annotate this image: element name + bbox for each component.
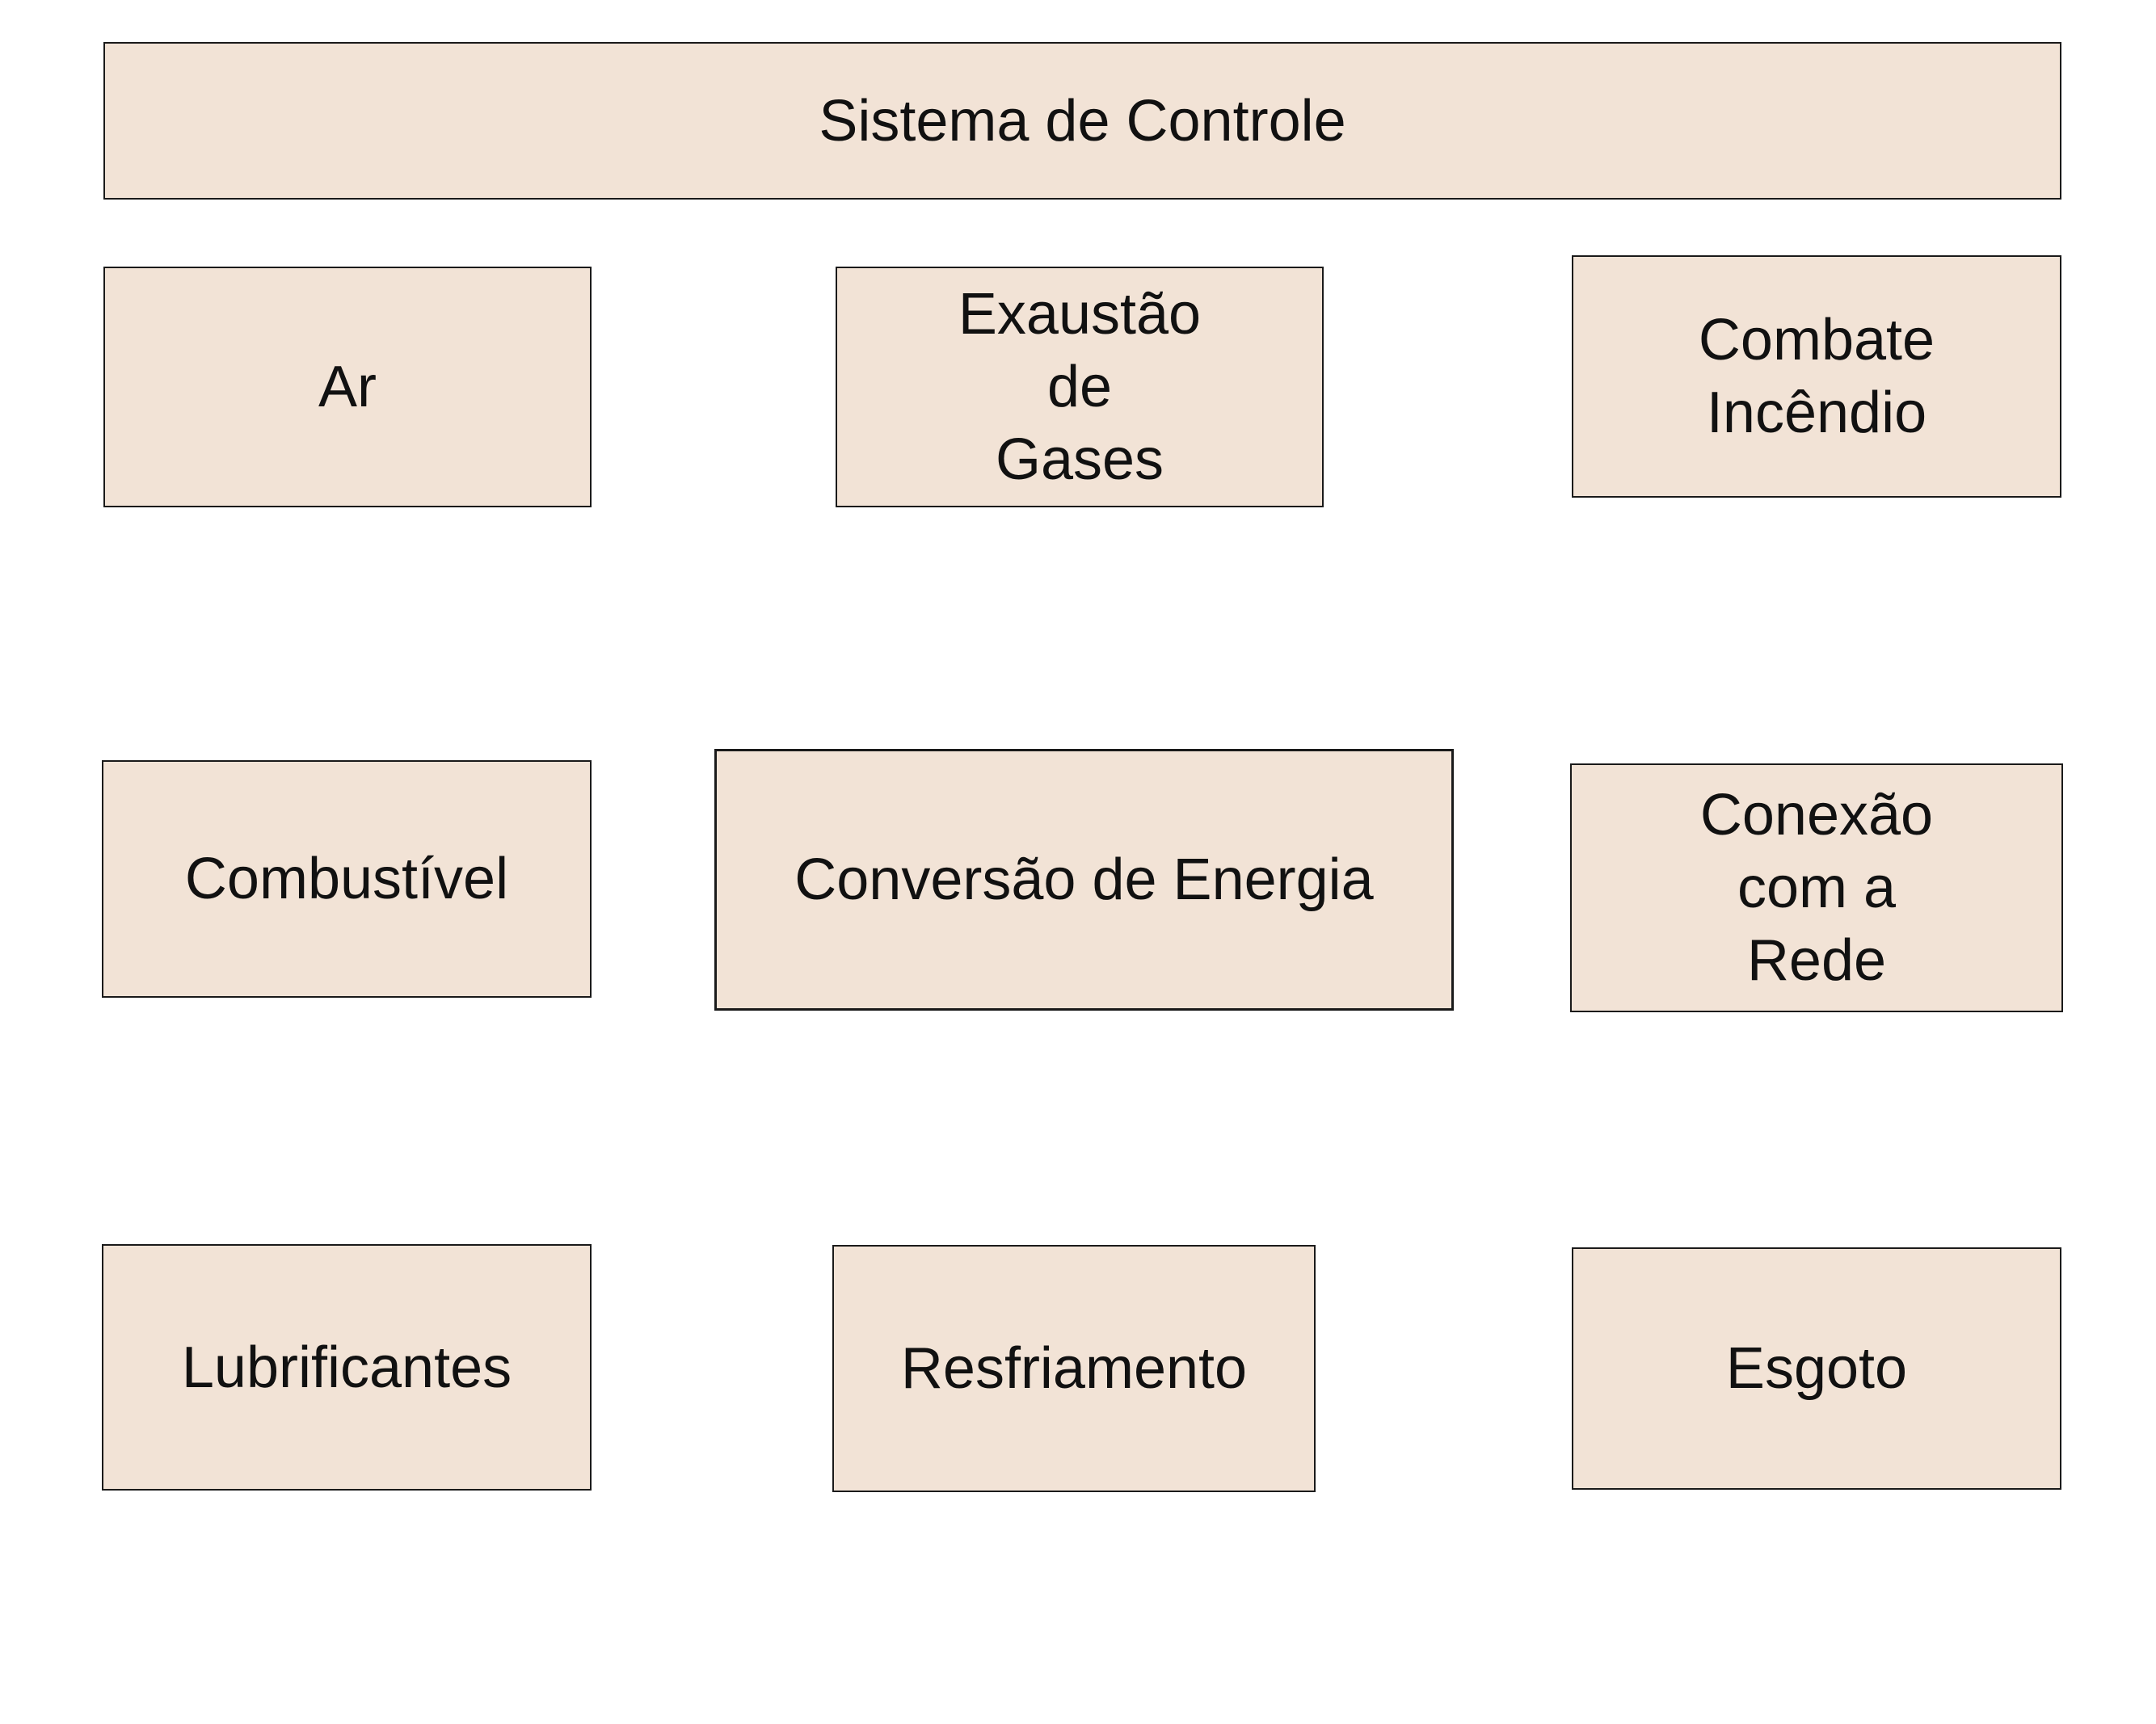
grid-connection-line-3: Rede [1746, 928, 1887, 993]
grid-connection-line-1: Conexão [1699, 783, 1934, 847]
air-box: Ar [103, 267, 592, 507]
lubricants-label: Lubrificantes [181, 1335, 512, 1400]
exhaust-gases-line-2: de [1046, 355, 1113, 419]
cooling-label: Resfriamento [900, 1336, 1248, 1401]
grid-connection-box: Conexão com a Rede [1570, 763, 2063, 1012]
fire-fighting-line-2: Incêndio [1706, 381, 1927, 445]
grid-connection-line-2: com a [1737, 856, 1897, 920]
exhaust-gases-line-1: Exaustão [958, 282, 1202, 347]
fuel-label: Combustível [184, 847, 509, 911]
cooling-box: Resfriamento [832, 1245, 1316, 1492]
fire-fighting-box: Combate Incêndio [1572, 255, 2061, 498]
grid-connection-label: Conexão com a Rede [1700, 779, 1933, 997]
air-label: Ar [318, 355, 377, 419]
fire-fighting-line-1: Combate [1698, 308, 1935, 372]
control-system-label: Sistema de Controle [819, 88, 1346, 153]
energy-conversion-label: Conversão de Energia [794, 847, 1374, 912]
control-system-box: Sistema de Controle [103, 42, 2061, 200]
exhaust-gases-line-3: Gases [995, 427, 1164, 492]
sewage-box: Esgoto [1572, 1247, 2061, 1490]
energy-conversion-box: Conversão de Energia [714, 749, 1454, 1011]
fire-fighting-label: Combate Incêndio [1699, 304, 1935, 449]
fuel-box: Combustível [102, 760, 592, 998]
sewage-label: Esgoto [1725, 1336, 1908, 1401]
lubricants-box: Lubrificantes [102, 1244, 592, 1491]
exhaust-gases-box: Exaustão de Gases [836, 267, 1324, 507]
exhaust-gases-label: Exaustão de Gases [958, 278, 1201, 496]
